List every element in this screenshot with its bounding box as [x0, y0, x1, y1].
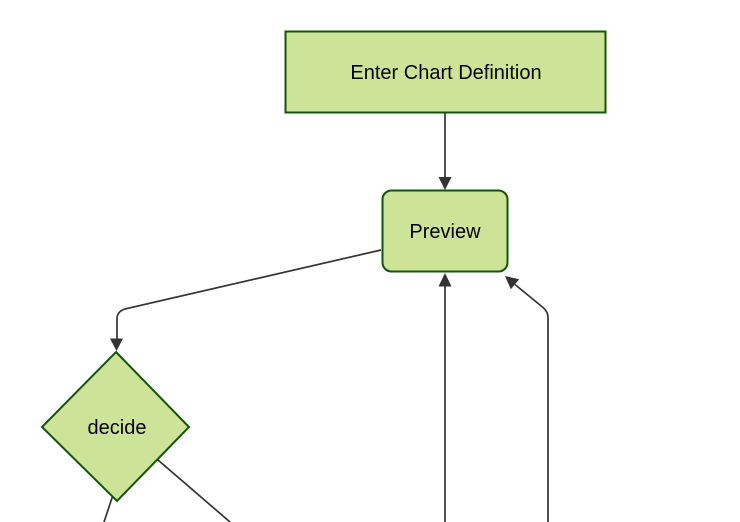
arrowhead-down-into-preview-top	[438, 177, 452, 190]
arrowhead-diagonal-into-preview-corner	[505, 276, 520, 290]
edge-bottom-to-preview-center	[438, 273, 452, 522]
edge-decide-to-offscreen-left	[103, 494, 114, 522]
node-enter-chart-definition-label: Enter Chart Definition	[350, 62, 541, 84]
node-enter-chart-definition-shape	[284, 30, 607, 114]
node-preview: Preview	[381, 189, 509, 273]
edge-decide-to-offscreen-right	[157, 459, 231, 522]
edge-preview-to-decide	[110, 249, 382, 351]
node-decide-label: decide	[88, 417, 147, 439]
node-preview-label: Preview	[409, 221, 481, 243]
node-decide: decide	[40, 350, 191, 503]
arrowhead-down-into-decide-top	[110, 338, 123, 351]
node-preview-shape	[381, 189, 509, 273]
edge-bottomright-to-preview-corner	[505, 276, 549, 522]
arrowhead-up-into-preview-bottom	[438, 273, 452, 287]
node-enter-chart-definition: Enter Chart Definition	[284, 30, 607, 114]
node-decide-shape	[40, 350, 191, 503]
edge-enterdef-to-preview	[438, 113, 452, 190]
